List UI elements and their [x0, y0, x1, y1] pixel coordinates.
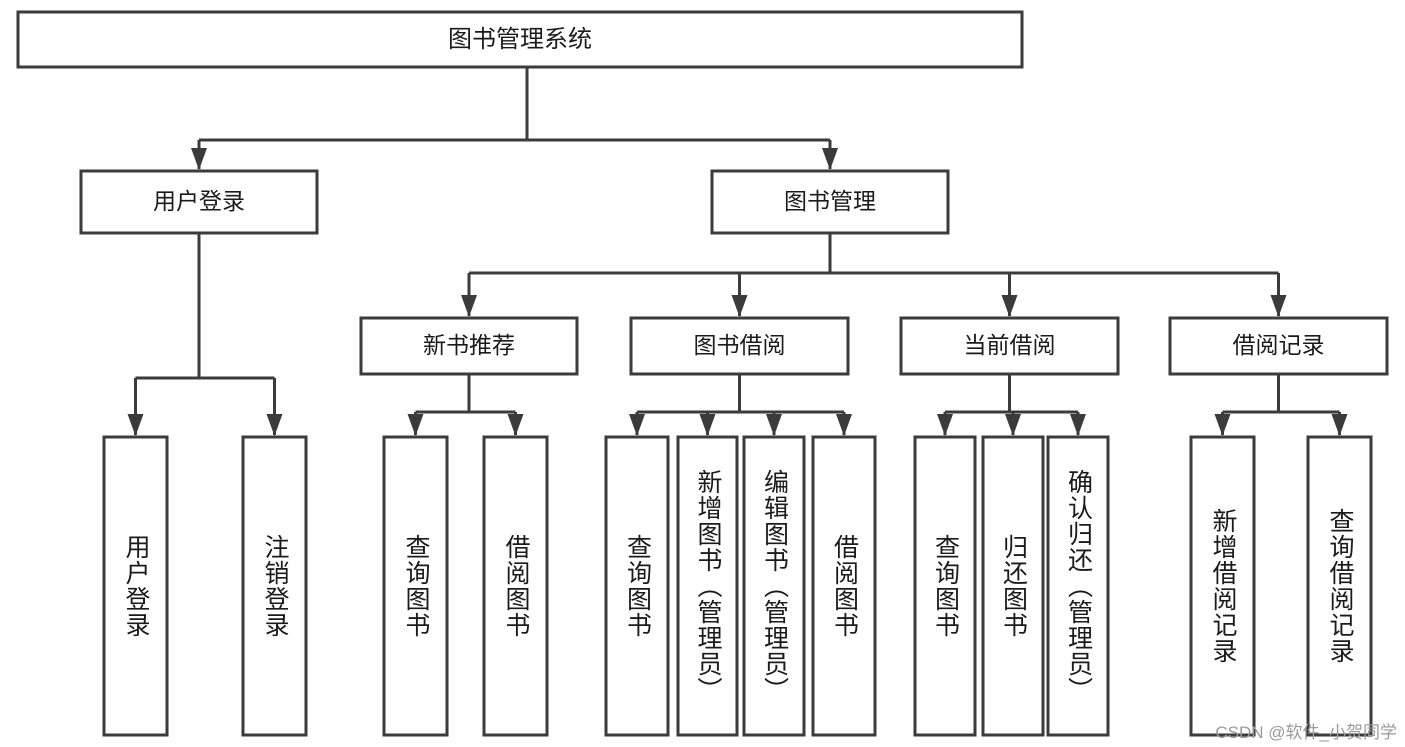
arrow-to-leaf-user-login — [127, 414, 144, 436]
node-leaf-return-book-box[interactable] — [981, 435, 1045, 737]
arrow-to-leaf-logout — [266, 414, 283, 436]
arrow-to-leaf-confirm-return — [1070, 414, 1086, 436]
node-user-login-box[interactable] — [79, 169, 319, 235]
node-leaf-add-book-box[interactable] — [676, 435, 739, 737]
node-leaf-edit-book-box[interactable] — [742, 435, 806, 737]
node-box-layer — [16, 10, 1389, 737]
node-user-login-label: 用户登录 — [153, 188, 245, 214]
node-leaf-borrow-book-1-box[interactable] — [482, 435, 549, 737]
node-leaf-query-book-2-box[interactable] — [604, 435, 670, 737]
node-borrow-record-box[interactable] — [1168, 316, 1389, 376]
node-leaf-query-book-1-box[interactable] — [382, 435, 449, 737]
arrow-to-leaf-borrow-book-2 — [836, 414, 852, 436]
arrow-to-borrow-record — [1270, 295, 1287, 317]
arrow-to-leaf-edit-book — [766, 414, 782, 436]
node-title-label: 图书管理系统 — [448, 26, 592, 53]
node-new-book-rec-box[interactable] — [359, 316, 579, 376]
node-current-borrow-box[interactable] — [899, 316, 1120, 376]
arrow-to-new-book-rec — [461, 295, 477, 317]
node-title-box[interactable] — [16, 10, 1024, 69]
arrow-to-leaf-query-record — [1331, 414, 1348, 436]
node-book-borrow-box[interactable] — [629, 316, 850, 376]
node-current-borrow-label: 当前借阅 — [964, 332, 1056, 358]
node-borrow-record-label: 借阅记录 — [1233, 332, 1325, 358]
node-leaf-borrow-book-2-box[interactable] — [811, 435, 877, 737]
node-book-borrow-label: 图书借阅 — [694, 332, 786, 358]
csdn-watermark: CSDN @软件_小贺同学 — [1215, 723, 1397, 742]
node-book-manage-label: 图书管理 — [784, 188, 876, 214]
arrow-to-leaf-query-book-2 — [629, 414, 645, 436]
arrow-to-leaf-borrow-book-1 — [507, 414, 524, 436]
node-leaf-add-record-box[interactable] — [1189, 435, 1256, 737]
node-leaf-logout-box[interactable] — [241, 435, 308, 737]
arrow-to-current-borrow — [1001, 295, 1018, 317]
arrow-to-leaf-query-book-3 — [937, 414, 953, 436]
arrow-to-book-manage — [822, 148, 838, 170]
arrow-to-leaf-query-book-1 — [407, 414, 424, 436]
connector-layer — [127, 67, 1348, 436]
arrow-to-leaf-add-record — [1214, 414, 1231, 436]
node-leaf-user-login-box[interactable] — [102, 435, 169, 737]
arrow-to-leaf-add-book — [699, 414, 716, 436]
node-book-manage-box[interactable] — [710, 169, 950, 235]
arrow-to-leaf-return-book — [1005, 414, 1021, 436]
node-leaf-query-book-3-box[interactable] — [913, 435, 977, 737]
node-leaf-query-record-box[interactable] — [1306, 435, 1373, 737]
arrow-to-user-login — [191, 148, 207, 170]
node-leaf-confirm-return-box[interactable] — [1046, 435, 1110, 737]
node-new-book-rec-label: 新书推荐 — [423, 332, 515, 358]
arrow-to-book-borrow — [731, 295, 748, 317]
